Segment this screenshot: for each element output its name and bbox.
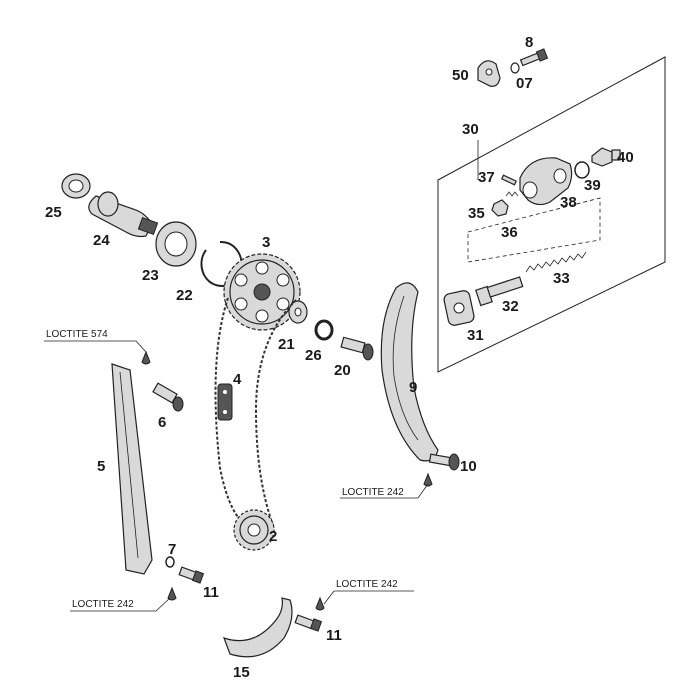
part-label-10: 10	[460, 458, 477, 475]
part-label-39: 39	[584, 177, 601, 194]
part-label-20: 20	[334, 362, 351, 379]
nut-part-35	[491, 199, 509, 217]
part-label-21: 21	[278, 336, 295, 353]
bolt-part-11-lower	[294, 614, 323, 632]
washer-part-7	[165, 556, 175, 568]
part-label-35: 35	[468, 205, 485, 222]
callout-loctite-242-left: LOCTITE 242	[72, 599, 134, 610]
part-label-30: 30	[462, 121, 479, 138]
part-label-32: 32	[502, 298, 519, 315]
camshaft-sprocket-part-3	[223, 253, 301, 331]
plunger-part-32	[475, 276, 524, 307]
part-label-07: 07	[516, 75, 533, 92]
part-label-40: 40	[617, 149, 634, 166]
part-label-33: 33	[553, 270, 570, 287]
tensioner-assembly-frame	[437, 56, 666, 373]
chain-link-part-4	[217, 383, 233, 421]
plug-part-40	[591, 147, 621, 167]
part-label-4: 4	[233, 371, 242, 388]
part-label-38: 38	[560, 194, 577, 211]
camshaft-part-24	[88, 191, 159, 238]
bolt-part-11-upper	[178, 566, 205, 584]
spring-part-33	[525, 251, 587, 273]
part-label-25: 25	[45, 204, 62, 221]
part-label-22: 22	[176, 287, 193, 304]
part-label-23: 23	[142, 267, 159, 284]
callout-leaders	[44, 340, 429, 612]
part-label-6: 6	[158, 414, 166, 431]
pivot-bolt-part-20	[340, 336, 374, 361]
clamp-part-50	[477, 60, 501, 87]
callout-loctite-242-right: LOCTITE 242	[342, 487, 404, 498]
guide-rail-part-5	[111, 363, 153, 575]
part-label-26: 26	[305, 347, 322, 364]
screw-part-8	[519, 48, 549, 67]
part-label-5: 5	[97, 458, 105, 475]
part-label-36: 36	[501, 224, 518, 241]
part-label-7: 7	[168, 541, 176, 558]
part-label-31: 31	[467, 327, 484, 344]
part-label-50: 50	[452, 67, 469, 84]
part-label-37: 37	[478, 169, 495, 186]
washer-part-07	[510, 62, 520, 74]
tensioner-rail-part-9	[380, 282, 439, 462]
part-label-11-upper: 11	[203, 584, 219, 601]
callout-loctite-242-bottom: LOCTITE 242	[336, 579, 398, 590]
pin-part-37	[501, 174, 517, 186]
part-label-3: 3	[262, 234, 270, 251]
spring-part-36	[505, 191, 519, 197]
callout-loctite-574: LOCTITE 574	[46, 329, 108, 340]
tensioner-body-part-38	[519, 157, 573, 206]
ball-bearing-part-23	[155, 221, 197, 267]
seal-ring-part-26	[314, 319, 334, 341]
bolt-part-6	[152, 382, 184, 412]
part-label-24: 24	[93, 232, 110, 249]
part-label-15: 15	[233, 664, 250, 681]
bolt-part-10	[428, 453, 460, 471]
part-label-9: 9	[409, 379, 417, 396]
washer-part-21	[288, 300, 308, 324]
timing-chain	[214, 297, 297, 529]
part-label-2: 2	[269, 528, 277, 545]
chain-guide-part-15	[222, 597, 293, 658]
part-label-11-lower: 11	[326, 627, 342, 644]
part-label-8: 8	[525, 34, 533, 51]
seal-ring-part-39	[574, 161, 590, 179]
crank-sprocket-part-2	[233, 509, 275, 551]
gasket-part-31	[443, 290, 475, 326]
needle-bearing-part-25	[61, 173, 91, 199]
